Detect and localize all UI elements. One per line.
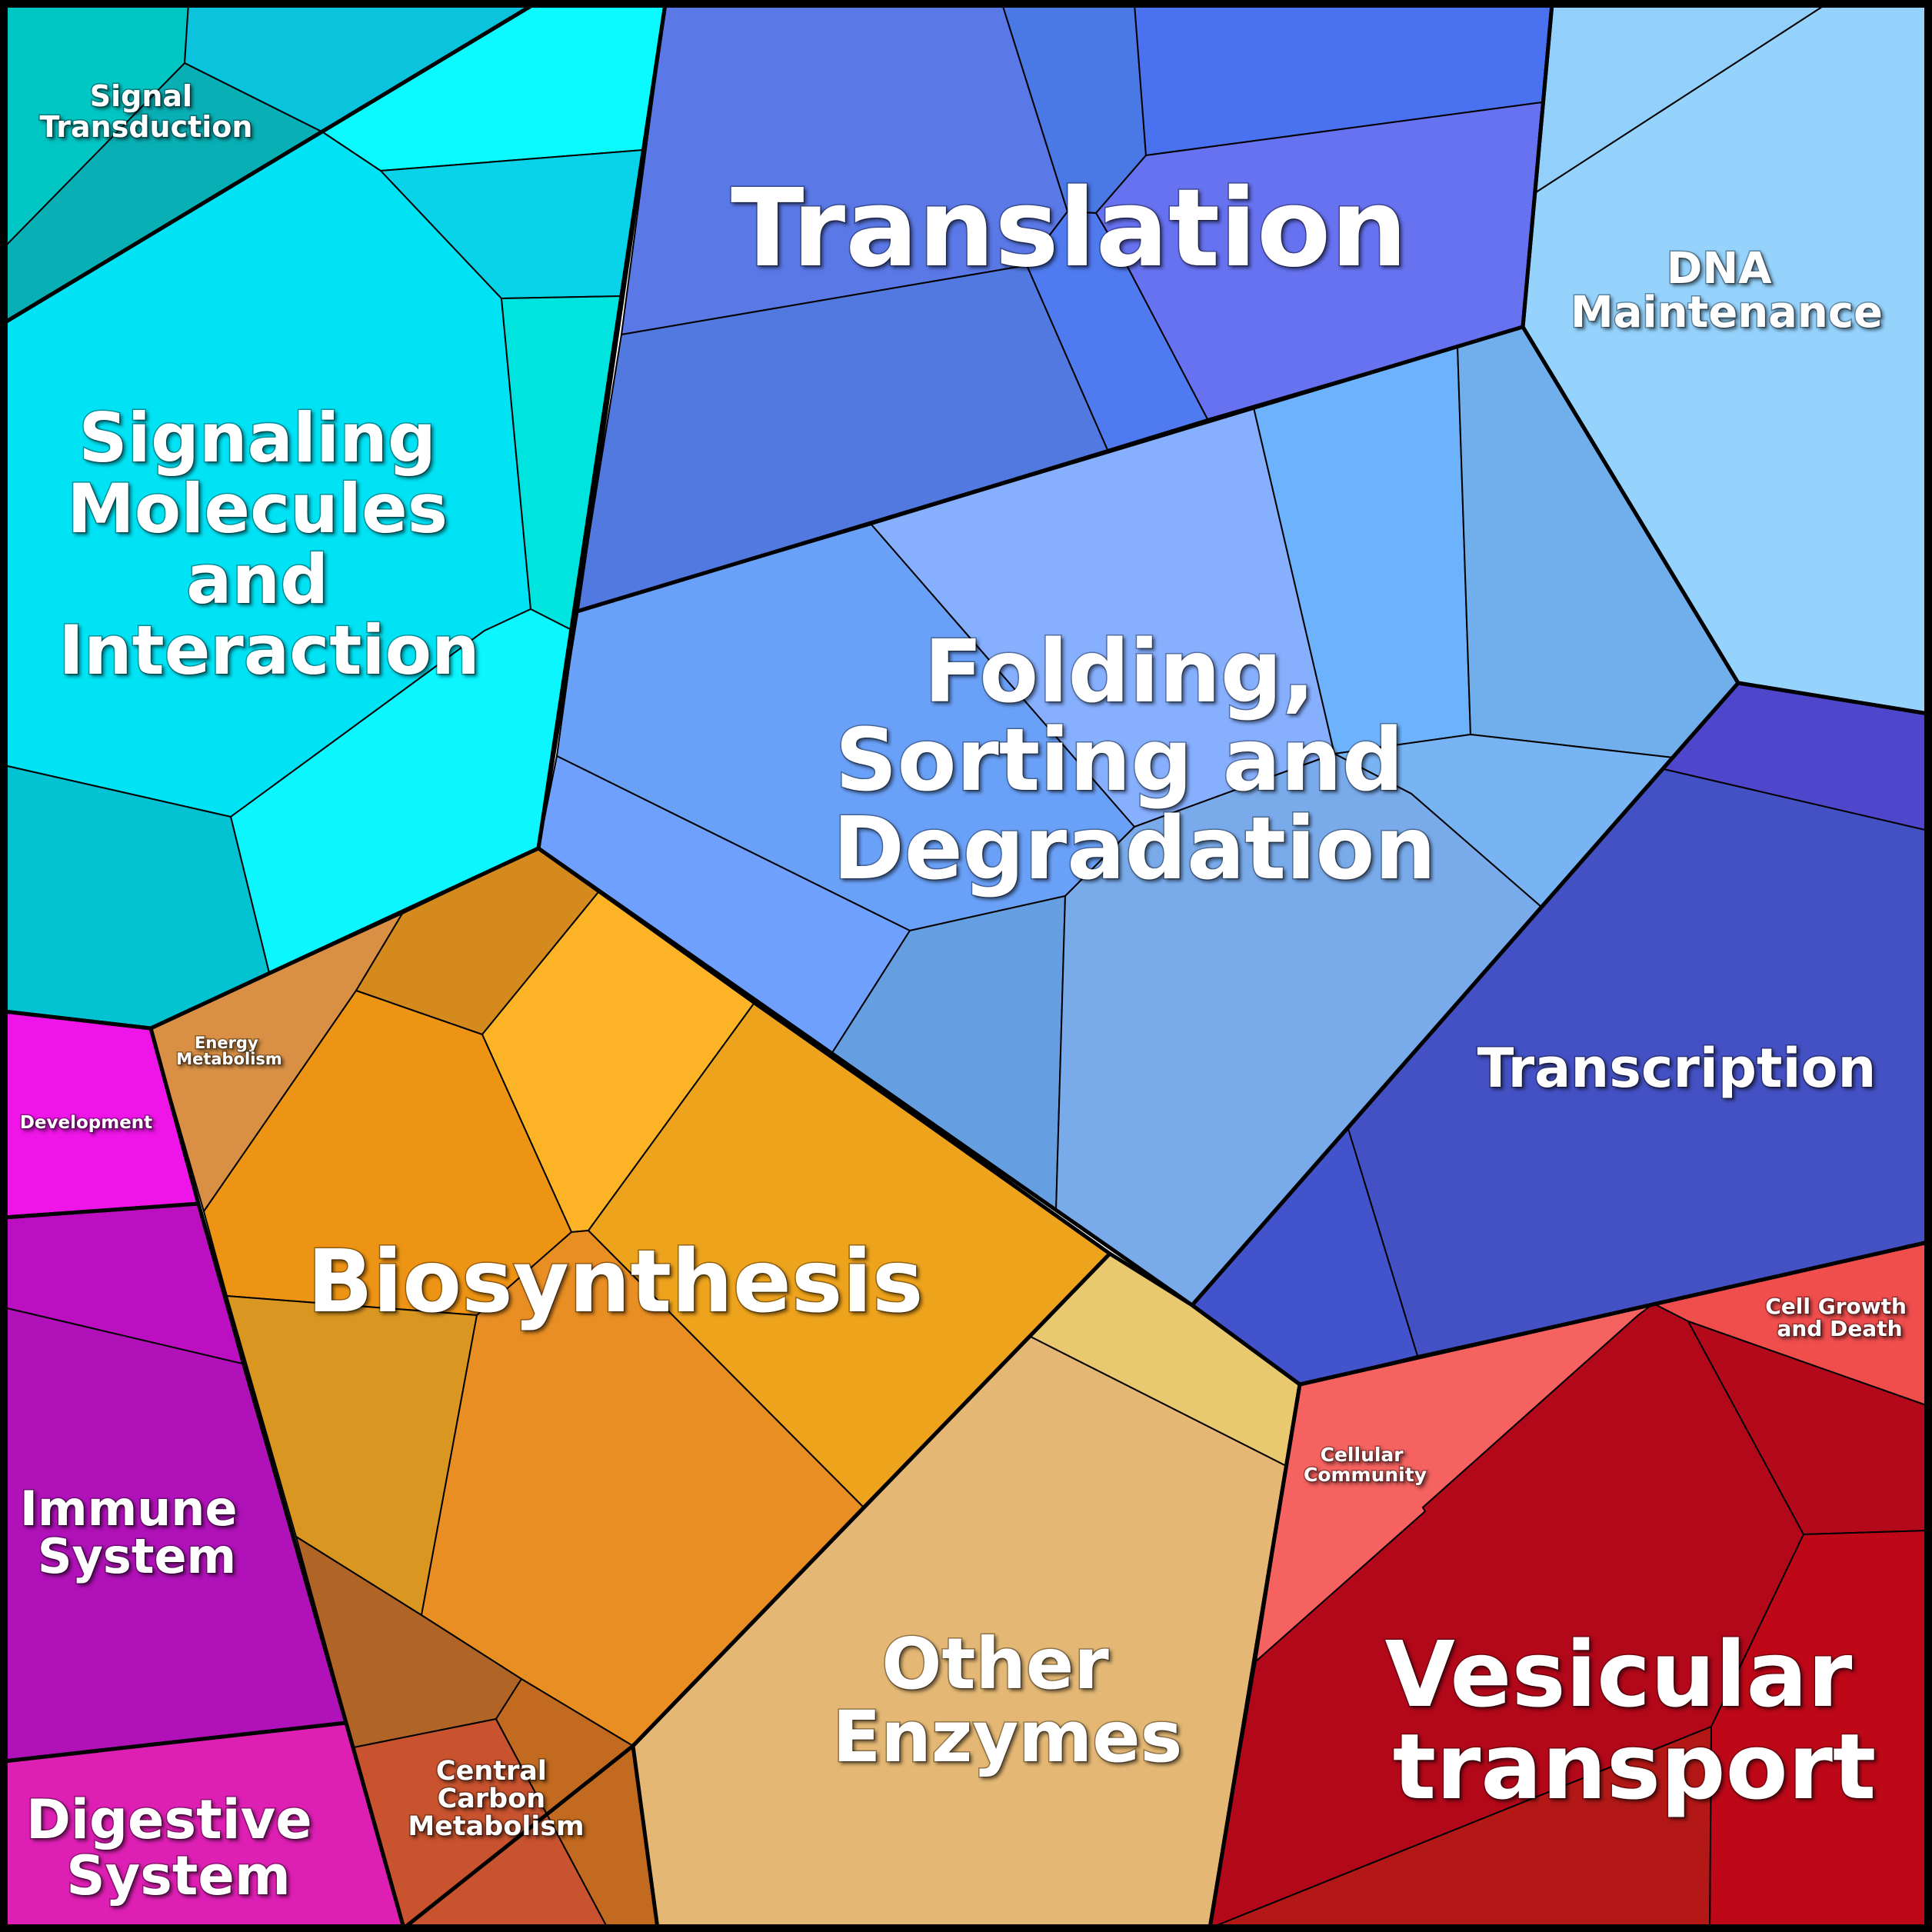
group-signaling-molecules[interactable] [3,3,667,1030]
label-biosynthesis: Biosynthesis [307,1232,923,1332]
group-vesicular-transport[interactable] [1208,1302,1929,1930]
label-signal-transduction: Signal Transduction [40,79,253,144]
label-digestive-system: Digestive System [26,1788,331,1907]
label-central-carbon: Central Carbon Metabolism [408,1756,584,1842]
label-development: Development [20,1113,152,1133]
label-translation: Translation [731,166,1407,291]
group-translation[interactable] [575,3,1554,613]
group-folding-sorting[interactable] [537,325,1740,1307]
label-energy-metabolism: Energy Metabolism [176,1034,282,1068]
label-cell-growth: Cell Growth and Death [1765,1294,1914,1341]
label-folding-sorting: Folding, Sorting and Degradation [833,622,1436,899]
label-other-enzymes: Other Enzymes [833,1623,1183,1778]
label-transcription: Transcription [1477,1037,1877,1100]
label-signaling-molecules: Signaling Molecules and Interaction [58,398,479,690]
group-central-carbon[interactable] [295,1534,659,1929]
label-cellular-community: Cellular Community [1304,1444,1427,1486]
group-signal-transduction[interactable] [3,3,538,325]
label-immune-system: Immune System [20,1481,254,1584]
group-transcription[interactable] [1191,681,1929,1386]
label-vesicular-transport: Vesicular transport [1385,1621,1884,1820]
label-dna-maintenance: DNA Maintenance [1571,244,1883,338]
group-dna-maintenance[interactable] [1521,3,1929,715]
labels-layer: Signal Transduction Signaling Molecules … [18,78,1914,1909]
group-biosynthesis[interactable] [202,847,1111,1747]
